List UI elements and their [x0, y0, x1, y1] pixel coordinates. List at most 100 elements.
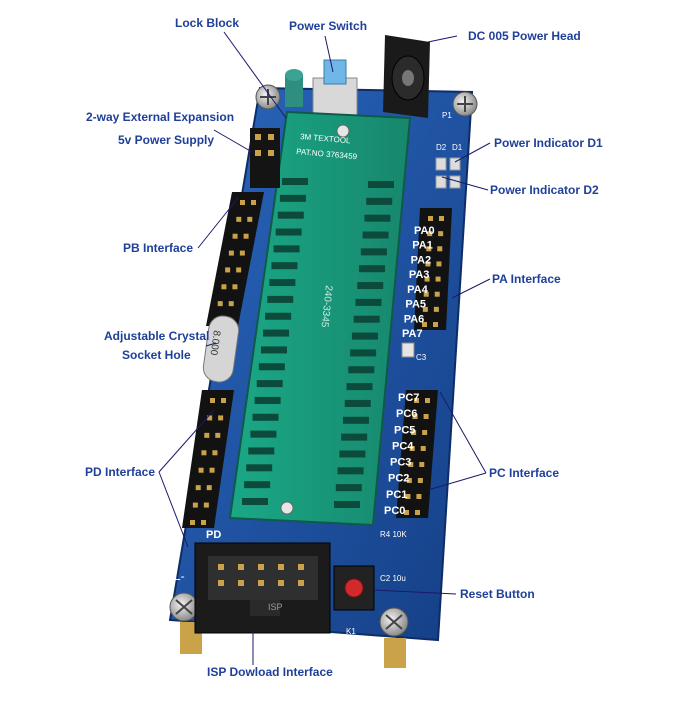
- pb-header-pin: [240, 200, 245, 205]
- pb-header-pin: [228, 301, 234, 307]
- leader-dc-power: [427, 35, 458, 43]
- external-expansion-header: [250, 128, 280, 188]
- pb-header-pin: [232, 233, 238, 239]
- leader-pb: [197, 197, 239, 249]
- pb-header-pin: [221, 284, 227, 290]
- board-prefix: YL-: [166, 569, 185, 583]
- pb-header-pin: [217, 301, 223, 307]
- pin-label-pa0: PA0: [414, 225, 435, 237]
- leader-pa: [451, 278, 491, 299]
- lock-lever-capacitor: [285, 69, 303, 107]
- pin-label-pa4: PA4: [407, 284, 428, 296]
- pc-header-pin: [423, 414, 429, 419]
- callout-pc-interface: PC Interface: [489, 466, 560, 480]
- pc-header-pin: [411, 430, 417, 435]
- dc-power-jack: [383, 35, 430, 118]
- socket-slot-right: [348, 366, 375, 374]
- pd-header-pin: [198, 467, 204, 473]
- pa-header-pin: [438, 231, 444, 237]
- pd-header-pin: [210, 398, 215, 403]
- socket-slot-right: [364, 214, 391, 222]
- pb-header-pin: [247, 216, 253, 222]
- pa-header-pin: [433, 306, 439, 312]
- socket-part: 240-3345: [319, 285, 334, 329]
- pa-header-pin: [437, 246, 443, 252]
- pc-header-pin: [417, 478, 423, 483]
- pd-header-pin: [212, 450, 218, 456]
- pb-header-pin: [236, 216, 242, 222]
- led-indicators: D2 D1: [435, 143, 463, 189]
- pa-header-pin: [428, 216, 433, 221]
- pin-label-pc3: PC3: [390, 457, 411, 469]
- leader-pd-2: [158, 471, 189, 548]
- pc-header-pin: [419, 462, 425, 467]
- pc-header-pin: [409, 446, 415, 451]
- pa-header-pin: [422, 306, 428, 312]
- pin-label-pc6: PC6: [396, 408, 417, 420]
- socket-slot-right: [357, 282, 384, 290]
- leader-ext-expansion: [213, 129, 253, 153]
- reset-button: [333, 565, 375, 611]
- leader-reset: [373, 589, 457, 595]
- pa-header: [414, 208, 452, 330]
- c3-label: C3: [416, 353, 427, 362]
- pin-label-pc7: PC7: [398, 392, 419, 404]
- socket-slot-left: [246, 464, 273, 472]
- pb-header-pin: [251, 200, 256, 205]
- leader-pc-1: [439, 391, 487, 474]
- pc-header-pin: [425, 398, 430, 403]
- isp-pin: [238, 564, 244, 570]
- socket-slot-left: [273, 245, 300, 253]
- socket-slot-right: [366, 197, 393, 205]
- socket-slot-left: [263, 329, 290, 337]
- pb-header-pin: [225, 267, 231, 273]
- pd-header-pin: [201, 450, 207, 456]
- socket-slot-left: [282, 178, 308, 185]
- socket-slot-right: [335, 484, 362, 492]
- socket-slot-right: [359, 265, 386, 273]
- pd-header-pin: [204, 432, 210, 438]
- isp-pin: [278, 564, 284, 570]
- socket-slot-right: [341, 433, 368, 441]
- pd-header-pin: [218, 415, 224, 421]
- callout-power-indicator-d1: Power Indicator D1: [494, 136, 603, 150]
- standoff-bottom-right: [384, 638, 406, 668]
- leader-lines: [158, 31, 491, 665]
- pc-header-pin: [405, 494, 411, 499]
- pa-header-pin: [424, 276, 430, 282]
- pa-header-pin: [422, 322, 427, 327]
- pd-header-pin: [207, 415, 213, 421]
- socket-slot-right: [334, 501, 360, 508]
- pd-header-pin: [209, 467, 215, 473]
- callout-isp-interface: ISP Dowload Interface: [207, 665, 333, 679]
- socket-slot-right: [353, 315, 380, 323]
- socket-slot-left: [279, 194, 306, 202]
- socket-slot-right: [355, 298, 382, 306]
- r4-label: R4 10K: [380, 530, 407, 539]
- pd-header-pin: [190, 520, 195, 525]
- d1-label: D1: [452, 143, 463, 152]
- isp-pin: [258, 580, 264, 586]
- isp-pin: [218, 564, 224, 570]
- callout-lock-block: Lock Block: [175, 16, 240, 30]
- callout-power-switch: Power Switch: [289, 19, 368, 33]
- socket-slot-left: [271, 262, 298, 270]
- pc-header-pin: [414, 398, 419, 403]
- isp-pin: [298, 580, 304, 586]
- socket-slot-left: [260, 346, 287, 354]
- pin-label-pa6: PA6: [404, 313, 425, 325]
- pin-label-pc4: PC4: [392, 440, 414, 452]
- isp-header-text: ISP: [268, 602, 283, 612]
- socket-slot-left: [242, 498, 268, 505]
- isp-pin: [298, 564, 304, 570]
- pc-header-pin: [422, 430, 428, 435]
- c2-label: C2 10u: [380, 574, 406, 583]
- pd-label: PD: [206, 529, 221, 541]
- pa-header-pin: [423, 291, 429, 297]
- pin-label-pc2: PC2: [388, 473, 409, 485]
- leader-power-d2: [441, 176, 489, 191]
- pin-label-pa5: PA5: [405, 299, 426, 311]
- socket-slot-right: [339, 450, 366, 458]
